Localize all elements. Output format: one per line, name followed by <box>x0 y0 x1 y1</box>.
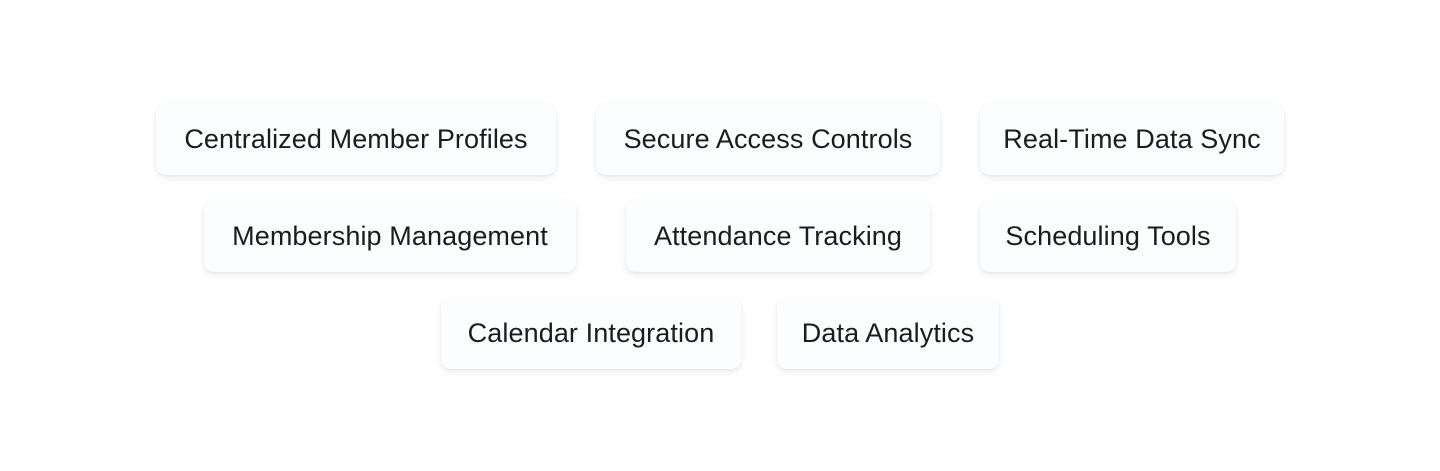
feature-tag-attendance-tracking: Attendance Tracking <box>626 200 930 272</box>
feature-tag-centralized-member-profiles: Centralized Member Profiles <box>156 103 556 175</box>
feature-tag-membership-management: Membership Management <box>204 200 576 272</box>
feature-tag-real-time-data-sync: Real-Time Data Sync <box>980 103 1284 175</box>
feature-row-2: Membership Management Attendance Trackin… <box>0 200 1440 272</box>
feature-row-1: Centralized Member Profiles Secure Acces… <box>0 103 1440 175</box>
feature-tag-calendar-integration: Calendar Integration <box>441 297 741 369</box>
feature-tag-data-analytics: Data Analytics <box>777 297 999 369</box>
feature-row-3: Calendar Integration Data Analytics <box>0 297 1440 369</box>
feature-tag-scheduling-tools: Scheduling Tools <box>980 200 1236 272</box>
feature-tag-secure-access-controls: Secure Access Controls <box>596 103 940 175</box>
